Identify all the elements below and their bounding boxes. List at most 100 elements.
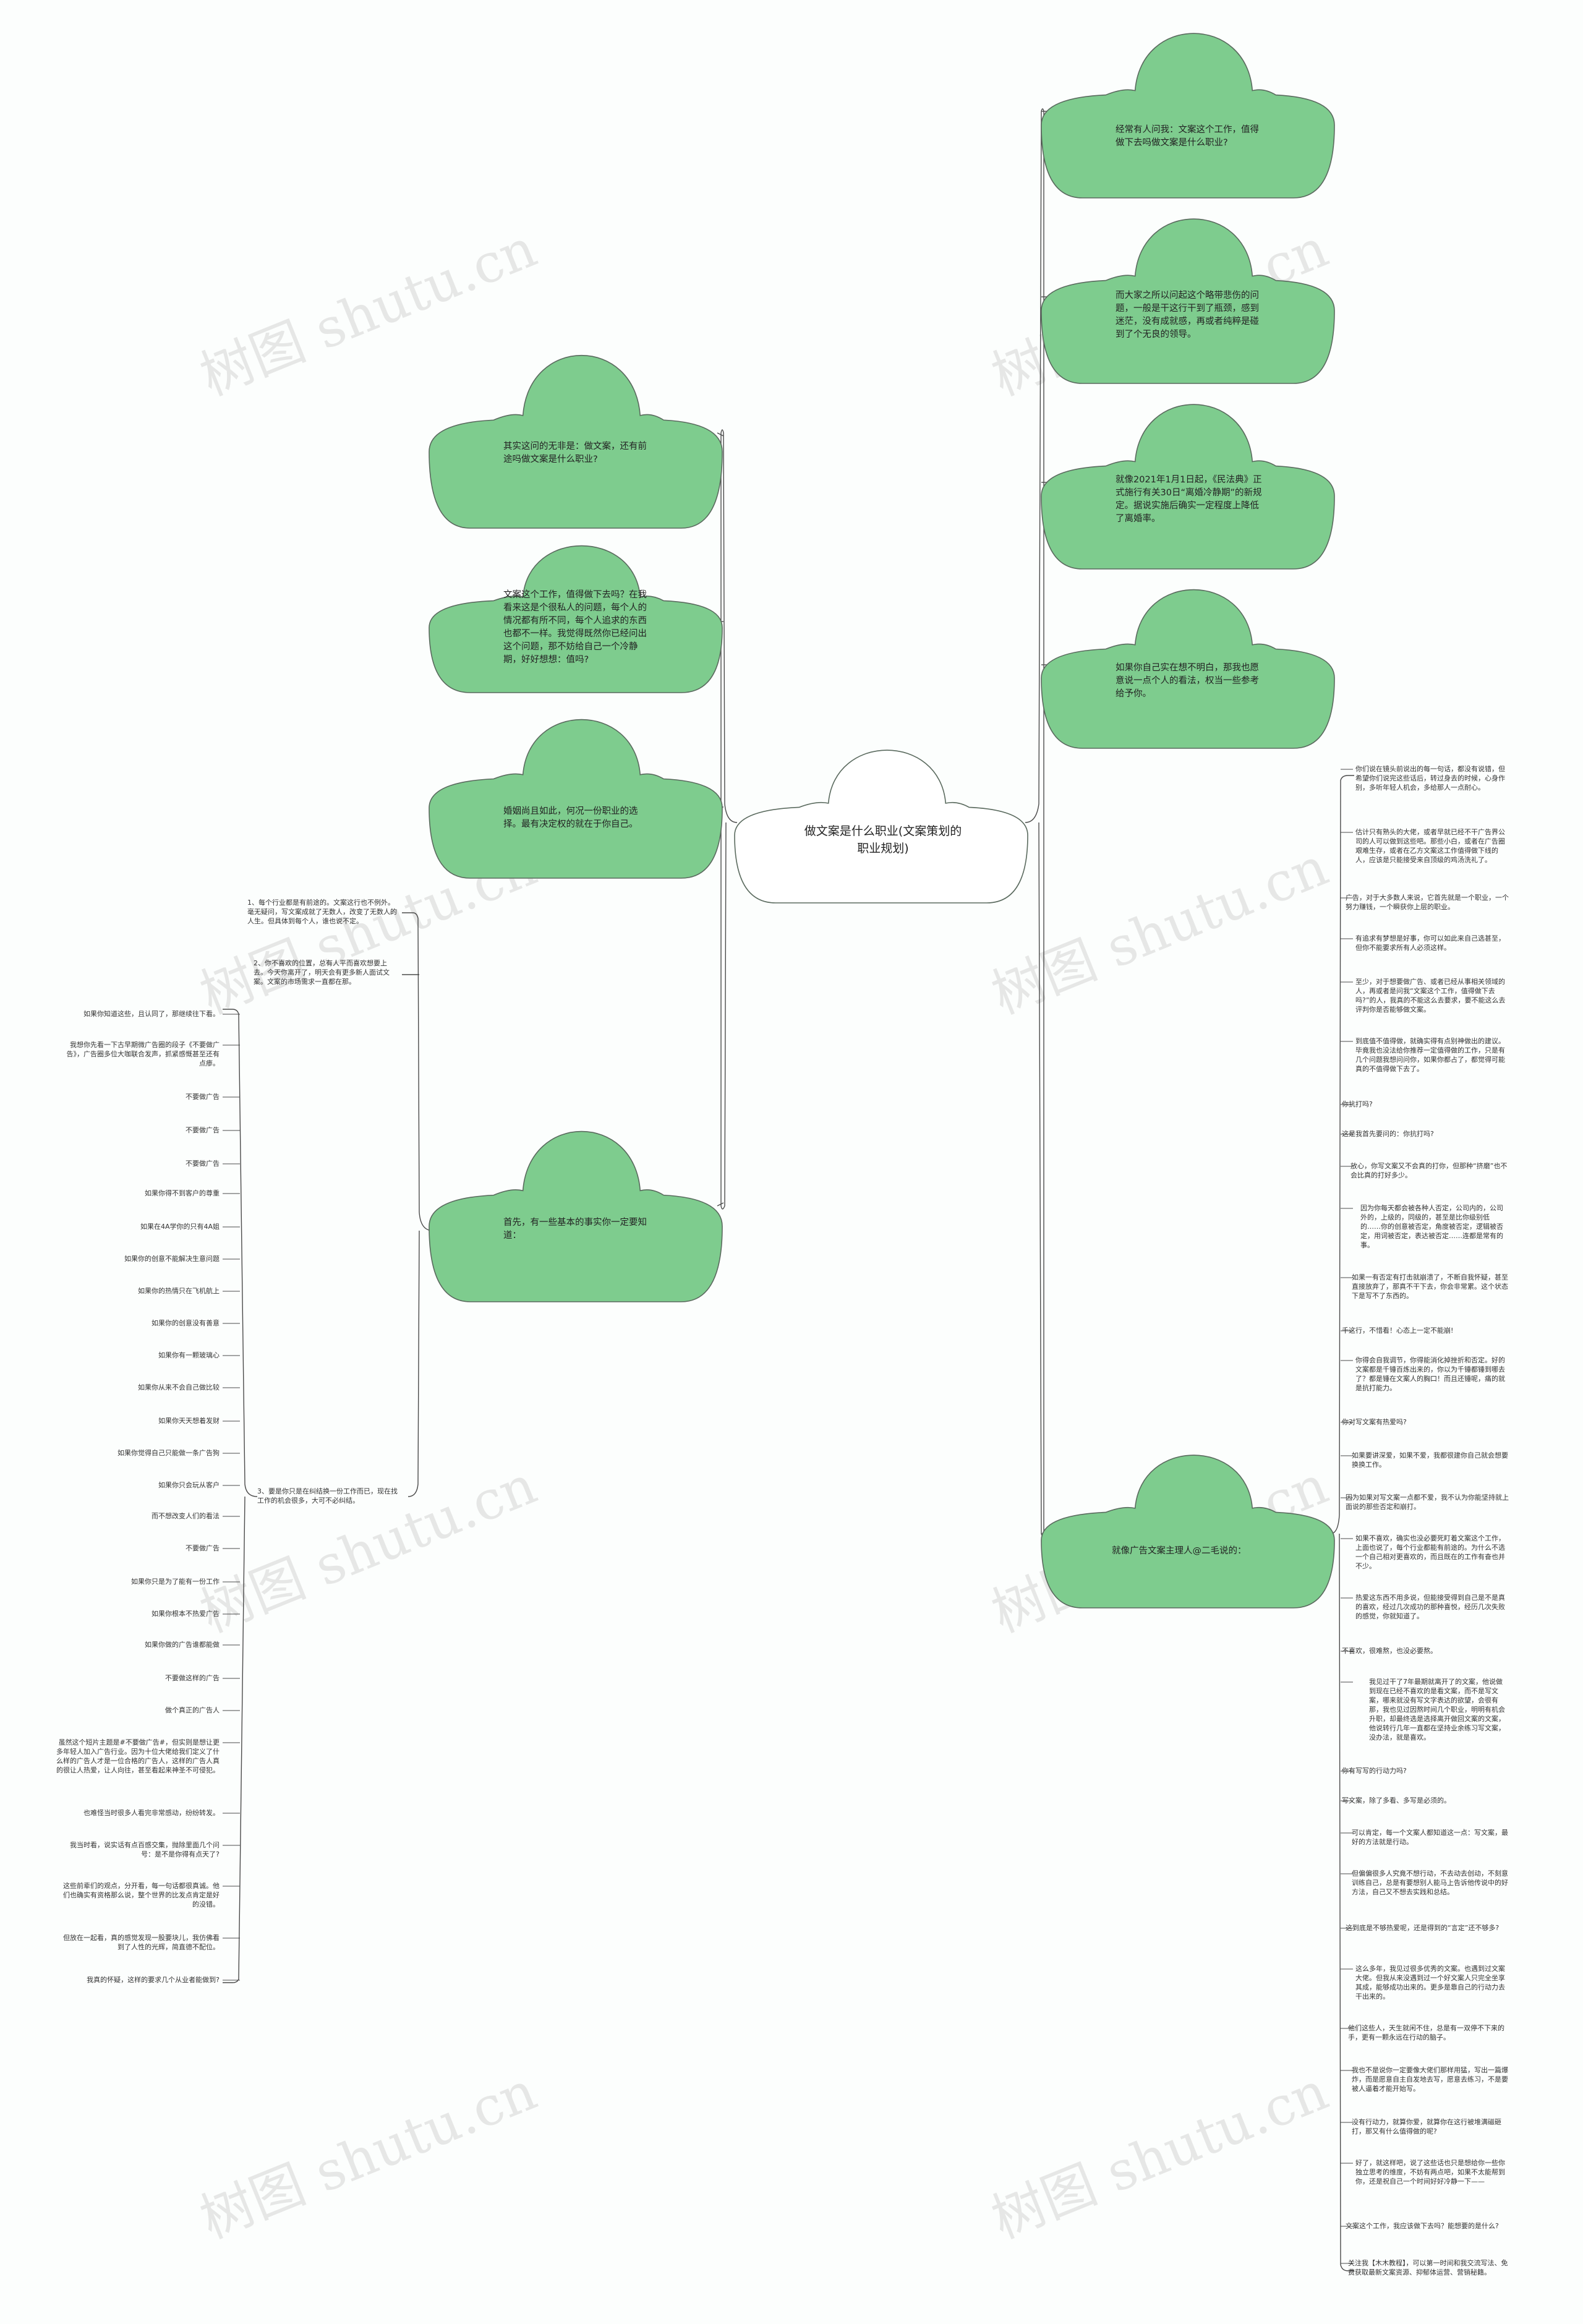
watermark-text: 树图 shutu.cn <box>192 2060 545 2250</box>
center-topic-text: 做文案是什么职业(文案策划的职业规划) <box>804 824 962 855</box>
right-note-25: 这到底是不够热爱呢，还是得到的“言定”还不够多? <box>1346 1924 1500 1932</box>
cloud-shape <box>1041 404 1335 570</box>
right-note-24: 但偏偏很多人究竟不想行动，不去动去创动，不刻意训练自己，总是有要想别人能马上告诉… <box>1352 1869 1508 1896</box>
right-note-26: 这么多年，我见过很多优秀的文案。也遇到过文案大佬。但我从来没遇到过一个好文案人只… <box>1355 1965 1505 2001</box>
right-cloud-5-text: 就像广告文案主理人@二毛说的： <box>1112 1546 1247 1556</box>
connector-line <box>223 1009 258 1497</box>
left-note-5: 不要做广告 <box>186 1160 220 1168</box>
connector-line <box>1339 1533 1354 2271</box>
right-note-13: 你得会自我调节，你得能消化掉挫折和否定。好的文案都是千锤百炼出来的，你以为千锤都… <box>1355 1356 1505 1392</box>
cloud-shape <box>429 1130 723 1302</box>
cloud-shape <box>429 545 723 693</box>
right-note-7: 你抗打吗? <box>1342 1100 1373 1108</box>
right-note-16: 因为如果对写文案一点都不爱，我不认为你能坚持就上面说的那些否定和崩打。 <box>1346 1493 1509 1511</box>
right-note-10: 因为你每天都会被各种人否定，公司内的，公司外的，上级的，同级的，甚至是比你级别低… <box>1360 1204 1503 1249</box>
cloud-shape <box>1041 33 1335 199</box>
right-cloud-3-text: 就像2021年1月1日起，《民法典》正式施行有关30日“离婚冷静期”的新规定。据… <box>1116 475 1262 524</box>
right-note-11: 如果一有否定有打击就崩溃了，不断自我怀疑，甚至直接放弃了，那真不干下去，你会非常… <box>1352 1273 1508 1300</box>
left-note-18: 如果你只是为了能有一份工作 <box>131 1578 220 1586</box>
connector-line <box>402 912 433 1231</box>
left-note-28: 我真的怀疑，这样的要求几个从业者能做到? <box>87 1976 220 1984</box>
cloud-shape <box>734 750 1028 904</box>
left-note-1: 如果你知道这些，且认同了，那继续往下看。 <box>83 1010 220 1018</box>
left-note-14: 如果你觉得自己只能做一条广告狗 <box>117 1449 220 1457</box>
left-cloud-2[interactable]: 文案这个工作，值得做下去吗？在我看来这是个很私人的问题，每个人的情况都有所不同，… <box>429 538 723 693</box>
left-note-22: 做个真正的广告人 <box>165 1706 220 1714</box>
left-cloud-3-text: 婚姻尚且如此，何况一份职业的选择。最有决定权的就在于你自己。 <box>503 806 638 829</box>
right-note-20: 我见过干了7年最期就离开了的文案，他说做到现在已经不喜欢的是看文案，而不是写文案… <box>1369 1678 1505 1741</box>
left-note-4: 不要做广告 <box>186 1126 220 1134</box>
right-note-6: 到底值不值得做，就确实得有点别神做出的建议。毕竟我也没法给你推荐一定值得做的工作… <box>1355 1037 1505 1073</box>
right-note-5: 至少，对于想要做广告、或者已经从事相关领域的人，再或者是问我“文案这个工作，值得… <box>1355 978 1506 1014</box>
watermark-text: 树图 shutu.cn <box>983 835 1336 1026</box>
left-note-25: 我当时看，说实话有点百感交集，抛除里面几个问号：是不是你得有点天了? <box>70 1841 220 1858</box>
left-cloud-4[interactable]: 首先，有一些基本的事实你一定要知道： <box>429 1122 723 1302</box>
mid-note-3: 3、要是你只是在纠结换一份工作而已，现在找工作的机会很多，大可不必纠结。 <box>257 1487 398 1505</box>
right-note-14: 你对写文案有热爱吗? <box>1342 1418 1407 1426</box>
right-note-8: 这是我首先要问的：你抗打吗? <box>1342 1130 1434 1138</box>
right-note-27: 他们这些人，天生就闲不住，总是有一双停不下来的手，更有一颗永远在行动的脑子。 <box>1348 2024 1504 2041</box>
left-note-8: 如果你的创意不能解决生意问题 <box>124 1255 220 1263</box>
left-note-23: 虽然这个短片主题是#不要做广告#，但实则是想让更多年轻人加入广告行业。因为十位大… <box>56 1738 220 1774</box>
cloud-shape <box>1041 218 1335 384</box>
right-note-31: 文案这个工作，我应该做下去吗？能想要的是什么? <box>1346 2222 1499 2230</box>
right-note-32: 关注我【木木教程】，可以第一时间和我交流写法、免费获取最新文案资源、抑郁体运营、… <box>1348 2259 1508 2276</box>
left-note-13: 如果你天天想着发财 <box>158 1417 220 1425</box>
right-cloud-5[interactable]: 就像广告文案主理人@二毛说的： <box>1041 1447 1335 1608</box>
cloud-shape <box>429 355 723 529</box>
left-cloud-1-text: 其实这问的无非是：做文案，还有前途吗做文案是什么职业? <box>503 442 647 464</box>
right-note-3: 广告，对于大多数人来说，它首先就是一个职业，一个努力赚钱，一个瞬获你上层的职业。 <box>1346 894 1509 911</box>
left-note-19: 如果你根本不热爱广告 <box>151 1610 220 1618</box>
left-cloud-1[interactable]: 其实这问的无非是：做文案，还有前途吗做文案是什么职业? <box>429 346 723 529</box>
left-note-12: 如果你从来不会自己做比较 <box>138 1383 220 1391</box>
mid-note-1: 1、每个行业都是有前途的。文案这行也不例外。毫无疑问，写文案成就了无数人，改变了… <box>247 899 397 925</box>
cloud-shape <box>1041 1455 1335 1608</box>
right-note-2: 估计只有熟头的大佬，或者早就已经不干广告界公司的人可以做到这些吧。那些小白，或者… <box>1355 828 1505 864</box>
left-note-7: 如果在4A学你的只有4A姐 <box>140 1223 220 1231</box>
left-note-15: 如果你只会玩从客户 <box>158 1481 220 1489</box>
left-note-10: 如果你的创意没有善意 <box>151 1319 220 1327</box>
right-note-18: 热爱这东西不用多说，但能接受得到自己是不是真的喜欢，经过几次成功的那种喜悦，经历… <box>1355 1594 1505 1620</box>
cloud-shape <box>1041 589 1335 749</box>
left-note-6: 如果你得不到客户的尊重 <box>145 1189 220 1197</box>
right-note-28: 我也不是说你一定要像大佬们那样用猛，写出一篇爆炸，而是愿意自主自发地去写，愿意去… <box>1352 2066 1508 2093</box>
left-note-3: 不要做广告 <box>186 1093 220 1101</box>
right-note-21: 你有写写的行动力吗? <box>1342 1767 1407 1775</box>
left-cloud-2-text: 文案这个工作，值得做下去吗？在我看来这是个很私人的问题，每个人的情况都有所不同，… <box>503 590 647 665</box>
center-topic[interactable]: 做文案是什么职业(文案策划的职业规划) <box>734 742 1028 904</box>
left-note-2: 我想你先看一下古早期微广告圈的段子《不要做广告》，广告圈多位大咖联合发声，抓紧感… <box>66 1041 220 1067</box>
left-note-21: 不要做这样的广告 <box>165 1674 220 1682</box>
cloud-shape <box>429 719 723 879</box>
right-note-22: 写文案，除了多看、多写是必须的。 <box>1342 1796 1451 1805</box>
right-cloud-1[interactable]: 经常有人问我：文案这个工作，值得做下去吗做文案是什么职业? <box>1041 25 1335 199</box>
connector-line <box>407 1230 420 1497</box>
left-note-17: 不要做广告 <box>186 1544 220 1552</box>
right-note-23: 可以肯定，每一个文案人都知道这一点：写文案，最好的方法就是行动。 <box>1352 1829 1508 1846</box>
right-note-9: 放心，你写文案又不会真的打你，但那种“挤磨”也不会比真的打好多少。 <box>1350 1162 1508 1179</box>
right-cloud-1-text: 经常有人问我：文案这个工作，值得做下去吗做文案是什么职业? <box>1116 125 1259 148</box>
right-cloud-4[interactable]: 如果你自己实在想不明白，那我也愿意说一点个人的看法，权当一些参考给予你。 <box>1041 581 1335 749</box>
right-cloud-4-text: 如果你自己实在想不明白，那我也愿意说一点个人的看法，权当一些参考给予你。 <box>1116 663 1259 699</box>
left-note-16: 而不想改变人们的看法 <box>151 1512 220 1520</box>
right-note-29: 没有行动力，就算你爱，就算你在这行被堆满磁砸打，那又有什么值得做的呢? <box>1352 2118 1501 2135</box>
right-cloud-2[interactable]: 而大家之所以问起这个略带悲伤的问题，一般是干这行干到了瓶颈，感到迷茫，没有成就感… <box>1041 210 1335 384</box>
left-note-11: 如果你有一颗玻璃心 <box>158 1351 220 1359</box>
left-note-26: 这些前辈们的观点，分开看，每一句话都很真诚。他们也确实有资格那么说，整个世界的比… <box>63 1882 220 1908</box>
watermark-text: 树图 shutu.cn <box>983 2060 1336 2250</box>
right-cloud-2-text: 而大家之所以问起这个略带悲伤的问题，一般是干这行干到了瓶颈，感到迷茫，没有成就感… <box>1116 291 1259 340</box>
connector-line <box>223 1496 245 1983</box>
right-note-19: 不喜欢，很难熬，也没必要熬。 <box>1342 1647 1437 1655</box>
left-cloud-3[interactable]: 婚姻尚且如此，何况一份职业的选择。最有决定权的就在于你自己。 <box>429 711 723 879</box>
right-note-17: 如果不喜欢，确实也没必要死盯着文案这个工作，上面也说了，每个行业都能有前途的。为… <box>1355 1534 1505 1570</box>
left-cloud-4-text: 首先，有一些基本的事实你一定要知道： <box>503 1218 647 1241</box>
left-note-20: 如果你做的广告谁都能做 <box>145 1641 220 1649</box>
right-note-30: 好了，就这样吧，说了这些话也只是想给你一些你独立思考的维度，不妨有两点吧，如果不… <box>1355 2159 1505 2185</box>
left-note-27: 但放在一起看，真的感觉发现一股要块儿，我仿佛看到了人性的光辉，简直德不配位。 <box>63 1934 220 1951</box>
left-note-24: 也难怪当时很多人看完非常感动，纷纷转发。 <box>83 1809 220 1817</box>
right-cloud-3[interactable]: 就像2021年1月1日起，《民法典》正式施行有关30日“离婚冷静期”的新规定。据… <box>1041 396 1335 570</box>
right-note-15: 如果要讲深爱，如果不爱，我都很建你自己就会想要换换工作。 <box>1352 1451 1508 1469</box>
mid-note-2: 2、你不喜欢的位置，总有人平而喜欢想要上去。今天你离开了，明天会有更多新人面试文… <box>254 959 390 986</box>
